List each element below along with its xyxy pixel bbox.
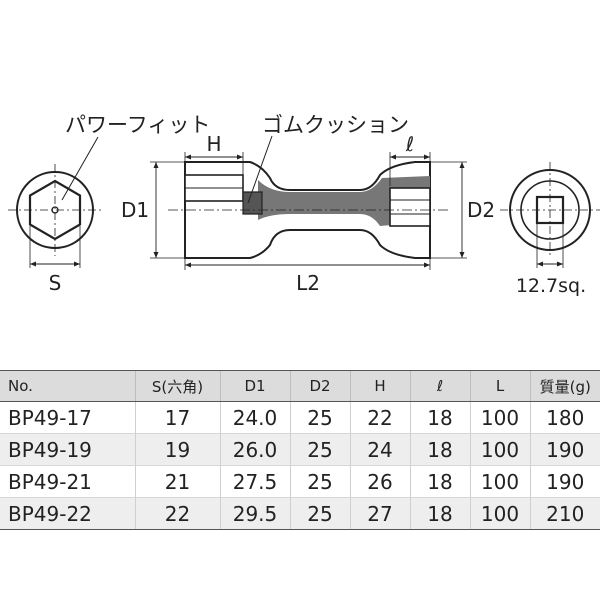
cell-mass: 190 (529, 465, 600, 498)
header-h: H (349, 370, 410, 402)
cell-L: 100 (469, 497, 530, 530)
label-L2: L2 (296, 271, 320, 295)
spec-table: No. S(六角) D1 D2 H ℓ L 質量(g) BP49-17 17 2… (0, 370, 600, 530)
table-row: BP49-22 22 29.5 25 27 18 100 210 (0, 497, 600, 530)
cell-s: 21 (134, 465, 220, 498)
cell-no: BP49-22 (0, 497, 135, 530)
cell-l: 18 (409, 433, 470, 466)
label-S: S (49, 271, 62, 295)
header-s: S(六角) (134, 370, 220, 402)
cell-no: BP49-17 (0, 401, 135, 434)
cell-mass: 180 (529, 401, 600, 434)
cell-no: BP49-19 (0, 433, 135, 466)
header-d2: D2 (289, 370, 350, 402)
cell-s: 22 (134, 497, 220, 530)
header-L: L (469, 370, 530, 402)
cell-l: 18 (409, 401, 470, 434)
cell-h: 22 (349, 401, 410, 434)
cell-d2: 25 (289, 497, 350, 530)
header-l: ℓ (409, 370, 470, 402)
hex-end-view (8, 136, 102, 268)
label-power-fit: パワーフィット (65, 113, 210, 137)
cell-d2: 25 (289, 433, 350, 466)
table-row: BP49-17 17 24.0 25 22 18 100 180 (0, 401, 600, 434)
cell-d1: 24.0 (219, 401, 290, 434)
table-header-row: No. S(六角) D1 D2 H ℓ L 質量(g) (0, 370, 600, 402)
label-l: ℓ (405, 132, 414, 156)
cell-L: 100 (469, 433, 530, 466)
label-square-drive: 12.7sq. (516, 275, 586, 297)
cell-no: BP49-21 (0, 465, 135, 498)
header-d1: D1 (219, 370, 290, 402)
cell-h: 27 (349, 497, 410, 530)
cell-mass: 190 (529, 433, 600, 466)
header-mass: 質量(g) (529, 370, 600, 402)
cell-L: 100 (469, 465, 530, 498)
cell-mass: 210 (529, 497, 600, 530)
label-H: H (206, 132, 221, 156)
label-D1: D1 (121, 198, 149, 222)
cell-d1: 26.0 (219, 433, 290, 466)
cell-L: 100 (469, 401, 530, 434)
cell-l: 18 (409, 497, 470, 530)
cell-h: 26 (349, 465, 410, 498)
table-row: BP49-19 19 26.0 25 24 18 100 190 (0, 433, 600, 466)
label-rubber-cushion: ゴムクッション (262, 113, 409, 137)
cell-h: 24 (349, 433, 410, 466)
header-no: No. (0, 370, 135, 402)
square-drive-end-view (500, 162, 600, 268)
table-row: BP49-21 21 27.5 25 26 18 100 190 (0, 465, 600, 498)
socket-side-view (150, 135, 467, 270)
socket-technical-drawing: パワーフィット S (8, 113, 600, 297)
cell-d1: 27.5 (219, 465, 290, 498)
cell-d1: 29.5 (219, 497, 290, 530)
label-D2: D2 (467, 198, 495, 222)
cell-s: 19 (134, 433, 220, 466)
cell-d2: 25 (289, 401, 350, 434)
cell-d2: 25 (289, 465, 350, 498)
cell-s: 17 (134, 401, 220, 434)
cell-l: 18 (409, 465, 470, 498)
